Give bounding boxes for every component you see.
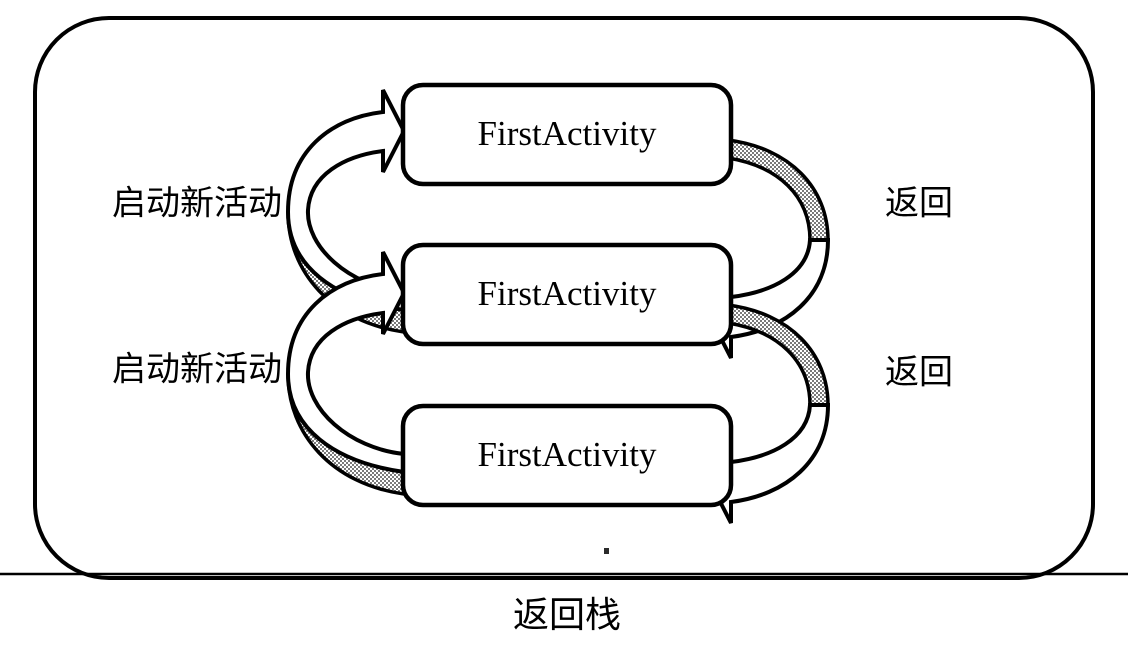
arrow-body-left-2	[285, 251, 407, 475]
transition-label-back-1: 返回	[885, 184, 953, 224]
transition-label-start-new-activity-2: 启动新活动	[112, 350, 282, 390]
activity-box-1[interactable]: FirstActivity	[400, 82, 734, 187]
activity-box-2[interactable]: FirstActivity	[400, 242, 734, 347]
activity-box-1-frame	[400, 82, 734, 187]
activity-box-3[interactable]: FirstActivity	[400, 403, 734, 508]
activity-box-2-label: FirstActivity	[478, 274, 657, 313]
activity-box-3-label: FirstActivity	[478, 435, 657, 474]
back-stack-container	[33, 16, 1095, 580]
figure-caption: 返回栈	[513, 595, 621, 636]
transition-label-back-2: 返回	[885, 353, 953, 393]
activity-box-2-frame	[400, 242, 734, 347]
transition-label-start-new-activity-1: 启动新活动	[112, 184, 282, 224]
scan-speck	[604, 548, 609, 554]
activity-box-1-label: FirstActivity	[478, 114, 657, 153]
activity-box-3-frame	[400, 403, 734, 508]
